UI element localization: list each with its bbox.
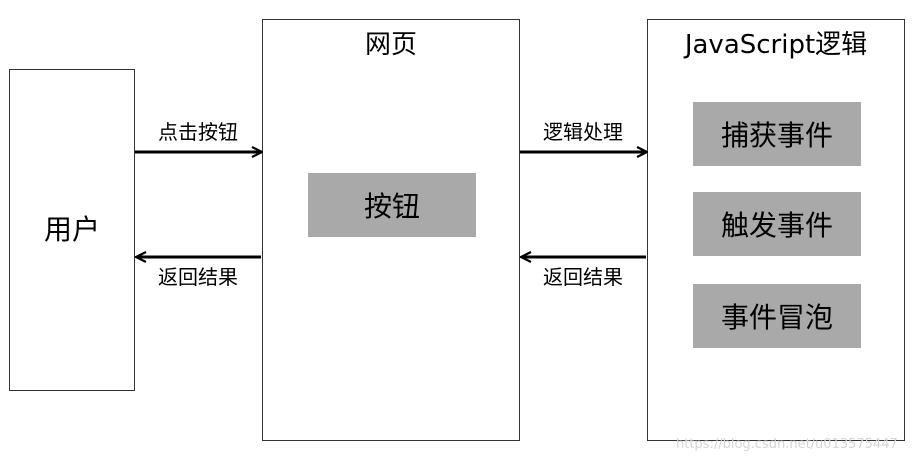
- webpage-node-title: 网页: [364, 30, 417, 60]
- js-step-trigger-label: 触发事件: [720, 209, 833, 242]
- edge-label-page-to-user: 返回结果: [158, 265, 238, 289]
- js-step-trigger: 触发事件: [693, 192, 861, 256]
- webpage-button-label: 按钮: [363, 190, 420, 223]
- js-step-bubble: 事件冒泡: [693, 284, 861, 348]
- edge-label-user-to-page: 点击按钮: [158, 120, 238, 144]
- user-node-label: 用户: [43, 213, 100, 246]
- webpage-node: 网页 按钮: [262, 19, 520, 441]
- webpage-button-block: 按钮: [308, 173, 476, 237]
- javascript-node-title: JavaScript逻辑: [684, 30, 868, 60]
- js-step-capture-label: 捕获事件: [720, 119, 833, 152]
- user-node: 用户: [9, 69, 135, 391]
- js-step-bubble-label: 事件冒泡: [720, 301, 833, 334]
- watermark-text: https://blog.csdn.net/u013575447: [676, 437, 898, 452]
- js-step-capture: 捕获事件: [693, 102, 861, 166]
- edge-label-page-to-js: 逻辑处理: [543, 120, 623, 144]
- edge-label-js-to-page: 返回结果: [543, 265, 623, 289]
- javascript-node: JavaScript逻辑 捕获事件 触发事件 事件冒泡: [647, 19, 905, 441]
